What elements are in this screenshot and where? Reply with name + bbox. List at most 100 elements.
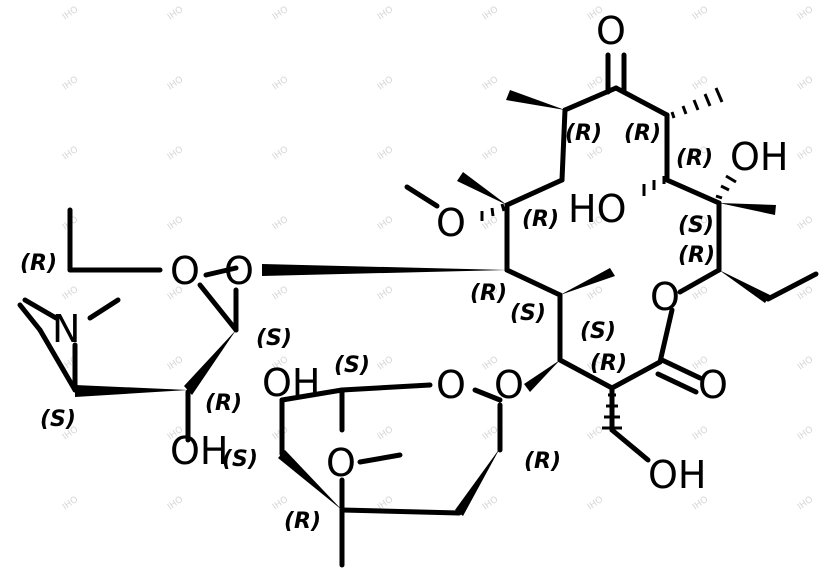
atom-ho-c9: HO <box>568 187 626 231</box>
atom-o-lactone-carbonyl: O <box>698 363 728 407</box>
stereo-label: (S) <box>678 213 714 238</box>
wedge-bond <box>184 330 236 395</box>
wedge-bond <box>719 203 776 215</box>
atom-o-lactone-ring: O <box>650 275 680 319</box>
watermark-text: IHO <box>796 215 815 233</box>
watermark-text: IHO <box>271 285 290 303</box>
watermark-text: IHO <box>271 5 290 23</box>
wedge-bond <box>278 450 342 510</box>
watermark-text: IHO <box>481 145 500 163</box>
wedge-bond <box>75 385 188 397</box>
stereo-label: (R) <box>676 146 713 171</box>
atom-oh-c11: OH <box>730 135 788 179</box>
watermark-text: IHO <box>796 145 815 163</box>
wedge-bond <box>262 264 507 276</box>
watermark-text: IHO <box>166 75 185 93</box>
watermark-text: IHO <box>61 145 80 163</box>
watermark-text: IHO <box>586 285 605 303</box>
wedge-bond <box>524 360 560 392</box>
wedge-bond <box>560 268 615 295</box>
watermark-text: IHO <box>586 495 605 513</box>
bond <box>655 371 699 395</box>
stereo-label: (R) <box>205 391 242 416</box>
watermark-text: IHO <box>796 75 815 93</box>
atom-o-methoxy-cladinose: O <box>326 441 356 485</box>
watermark-text: IHO <box>376 75 395 93</box>
stereo-label: (R) <box>565 121 602 146</box>
watermark-text: IHO <box>691 285 710 303</box>
watermark-text: IHO <box>691 495 710 513</box>
watermark-text: IHO <box>61 495 80 513</box>
watermark-text: IHO <box>166 495 185 513</box>
watermark-text: IHO <box>796 355 815 373</box>
watermark-text: IHO <box>61 5 80 23</box>
atom-o-methoxy: O <box>436 201 466 245</box>
watermark-text: IHO <box>166 215 185 233</box>
atom-oh-desosamine: OH <box>170 429 228 473</box>
bond <box>22 297 59 321</box>
stereo-label: (R) <box>470 281 507 306</box>
wedge-bond <box>455 448 500 516</box>
watermark-text: IHO <box>481 5 500 23</box>
watermark-text: IHO <box>271 145 290 163</box>
atom-o-ring-desosamine: O <box>170 249 200 293</box>
hash-bond <box>480 203 506 221</box>
bond <box>17 302 43 333</box>
stereo-label: (S) <box>510 301 546 326</box>
bond <box>562 85 619 113</box>
watermark-text: IHO <box>481 425 500 443</box>
bond <box>559 107 568 183</box>
hash-bond <box>670 87 724 119</box>
watermark-text: IHO <box>61 285 80 303</box>
bond <box>664 177 722 206</box>
stereo-label: (S) <box>580 319 616 344</box>
bond <box>197 282 239 333</box>
watermark-text: IHO <box>796 495 815 513</box>
bond <box>37 327 78 393</box>
watermark-text: IHO <box>586 145 605 163</box>
stereo-label: (S) <box>334 353 370 378</box>
watermark-text: IHO <box>796 285 815 303</box>
hash-bond <box>715 174 737 200</box>
stereo-label: (R) <box>624 121 661 146</box>
watermark-text: IHO <box>376 425 395 443</box>
bond <box>472 387 503 403</box>
watermark-text: IHO <box>376 215 395 233</box>
watermark-text: IHO <box>796 5 815 23</box>
atom-o-glycosidic-desosamine: O <box>224 249 254 293</box>
bond <box>609 359 663 391</box>
atom-o-glycosidic-cladinose: O <box>494 363 524 407</box>
watermark-text: IHO <box>691 5 710 23</box>
watermark-text: IHO <box>376 285 395 303</box>
watermark-text: IHO <box>691 75 710 93</box>
watermark-text: IHO <box>586 75 605 93</box>
stereo-label: (S) <box>222 447 258 472</box>
atom-labels: O OH HO O O O N O O O O OH OH O OH <box>52 9 788 497</box>
bond <box>279 387 345 403</box>
bond <box>87 297 121 321</box>
watermark-text: IHO <box>481 215 500 233</box>
bond <box>609 427 651 463</box>
wedge-bond <box>506 90 565 110</box>
stereo-label: (R) <box>590 351 627 376</box>
bond <box>557 357 615 391</box>
watermark-text: IHO <box>691 425 710 443</box>
atom-o-ketone: O <box>596 9 626 53</box>
atom-oh-hydroxymethyl: OH <box>648 453 706 497</box>
watermark-text: IHO <box>796 425 815 443</box>
watermark-text: IHO <box>61 75 80 93</box>
stereo-label: (S) <box>40 407 76 432</box>
atom-n-dimethylamino: N <box>52 307 80 351</box>
atom-oh-cladinose: OH <box>262 361 320 405</box>
bond <box>339 507 462 516</box>
stereo-label: (R) <box>20 251 57 276</box>
watermark-text: IHO <box>376 355 395 373</box>
stereo-labels: (R) (R) (R) (R) (S) (R) (R) (S) (S) (R) … <box>20 121 715 534</box>
watermark-text: IHO <box>166 5 185 23</box>
bond <box>677 267 722 295</box>
stereo-label: (R) <box>524 449 561 474</box>
watermark-text: IHO <box>481 75 500 93</box>
bond <box>659 357 703 381</box>
